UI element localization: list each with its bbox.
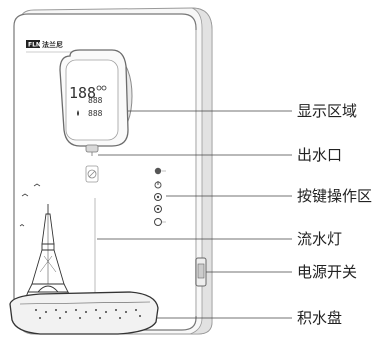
button-2[interactable] bbox=[154, 181, 162, 189]
display-digits: 188 bbox=[69, 84, 96, 102]
power-switch[interactable] bbox=[195, 257, 207, 287]
display-sub-value-2: 888 bbox=[88, 109, 103, 118]
water-outlet bbox=[85, 144, 99, 156]
callout-lines bbox=[97, 110, 292, 319]
brand-name: 法兰尼 bbox=[42, 40, 63, 49]
temp-indicator-icon bbox=[96, 85, 102, 91]
button-1[interactable] bbox=[154, 167, 166, 175]
display-area: 188 888 888 bbox=[59, 49, 133, 147]
water-drop-icon bbox=[77, 110, 79, 116]
callout-label-tray: 积水盘 bbox=[297, 309, 342, 327]
callout-label-display: 显示区域 bbox=[297, 102, 357, 120]
lock-indicator-icon bbox=[101, 85, 107, 91]
drip-tray bbox=[9, 291, 159, 335]
brand-logo: FLN 法兰尼 bbox=[26, 40, 72, 53]
callout-labels: 显示区域 出水口 按键操作区 流水灯 电源开关 积水盘 bbox=[297, 102, 372, 327]
callout-label-flowlight: 流水灯 bbox=[297, 230, 342, 248]
callout-label-buttons: 按键操作区 bbox=[297, 187, 372, 205]
callout-label-power: 电源开关 bbox=[297, 263, 357, 281]
button-4[interactable] bbox=[154, 205, 162, 213]
brand-badge: FLN bbox=[28, 42, 41, 49]
button-panel bbox=[154, 167, 167, 226]
callout-label-outlet: 出水口 bbox=[297, 146, 342, 164]
birds-decoration bbox=[19, 183, 41, 227]
button-3[interactable] bbox=[154, 193, 162, 201]
display-sub-value-1: 888 bbox=[88, 96, 103, 105]
child-lock-icon bbox=[85, 165, 99, 183]
button-5[interactable] bbox=[154, 218, 167, 226]
